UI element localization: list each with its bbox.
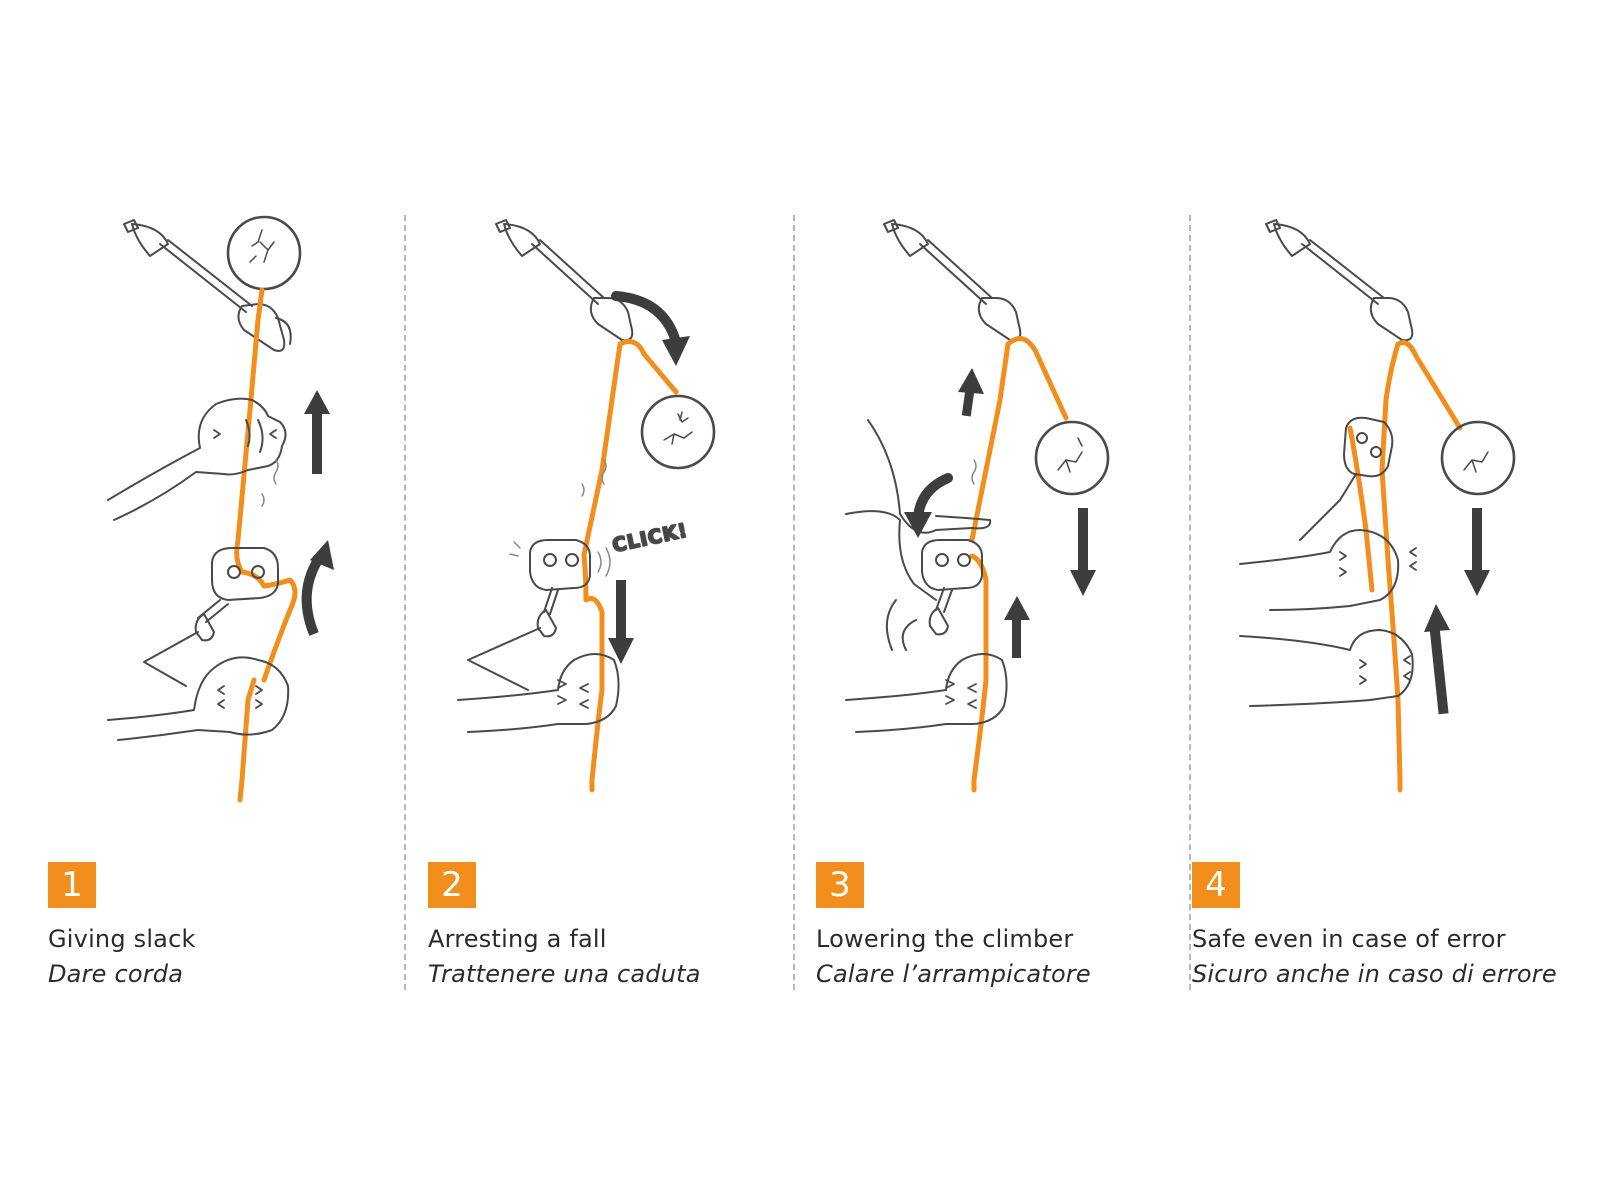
hand-icon (457, 653, 620, 733)
step-number: 3 (816, 862, 864, 908)
step-title-it: Sicuro anche in caso di errore (1192, 960, 1557, 988)
rope (581, 339, 679, 793)
panel-giving-slack: 1 Giving slack Dare corda (28, 0, 418, 1200)
panel-arresting-fall: CLICK! 2 Arresting a fall Trattenere una… (408, 0, 798, 1200)
hand-icon-lower (1239, 629, 1414, 707)
step-title-it: Trattenere una caduta (428, 960, 701, 988)
step-title-en: Safe even in case of error (1192, 925, 1506, 953)
click-sound-label: CLICK! (610, 519, 689, 556)
direction-arrow-icon (904, 368, 1096, 658)
quickdraw-icon (1265, 219, 1414, 342)
direction-arrow-icon (608, 291, 690, 664)
climber-circle-icon (640, 394, 716, 470)
panel-divider-2 (793, 215, 795, 990)
step-title-en: Arresting a fall (428, 925, 607, 953)
belay-device-icon (885, 539, 983, 651)
lowering-climber-illustration (845, 219, 1110, 793)
hand-icon-lower (107, 656, 290, 741)
step-number: 2 (428, 862, 476, 908)
direction-arrow-icon (301, 390, 334, 636)
panel-lowering-climber: 3 Lowering the climber Calare l’arrampic… (796, 0, 1186, 1200)
belay-device-icon (467, 539, 591, 691)
quickdraw-icon (495, 219, 634, 342)
hand-icon-lower (845, 653, 1008, 733)
quickdraw-icon (883, 219, 1022, 342)
giving-slack-illustration (107, 215, 334, 803)
climber-circle-icon (226, 215, 302, 291)
step-title-it: Dare corda (48, 960, 184, 988)
step-number: 4 (1192, 862, 1240, 908)
climber-circle-icon (1440, 420, 1516, 496)
safe-in-error-illustration (1239, 219, 1516, 793)
quickdraw-icon (123, 219, 292, 352)
panel-divider-3 (1189, 215, 1191, 990)
rope (969, 336, 1069, 793)
belay-device-icon (1299, 416, 1394, 541)
hand-icon-upper (107, 397, 287, 521)
rope (1379, 340, 1463, 793)
step-title-en: Giving slack (48, 925, 196, 953)
hand-icon-upper (1239, 529, 1417, 611)
step-title-en: Lowering the climber (816, 925, 1074, 953)
rope (234, 287, 298, 803)
step-number: 1 (48, 862, 96, 908)
belay-device-icon (143, 547, 279, 687)
direction-arrow-icon (1424, 508, 1490, 715)
panel-safe-in-error: 4 Safe even in case of error Sicuro anch… (1190, 0, 1580, 1200)
step-title-it: Calare l’arrampicatore (816, 960, 1091, 988)
climber-circle-icon (1034, 420, 1110, 496)
arresting-fall-illustration: CLICK! (457, 219, 716, 793)
panel-divider-1 (404, 215, 406, 990)
